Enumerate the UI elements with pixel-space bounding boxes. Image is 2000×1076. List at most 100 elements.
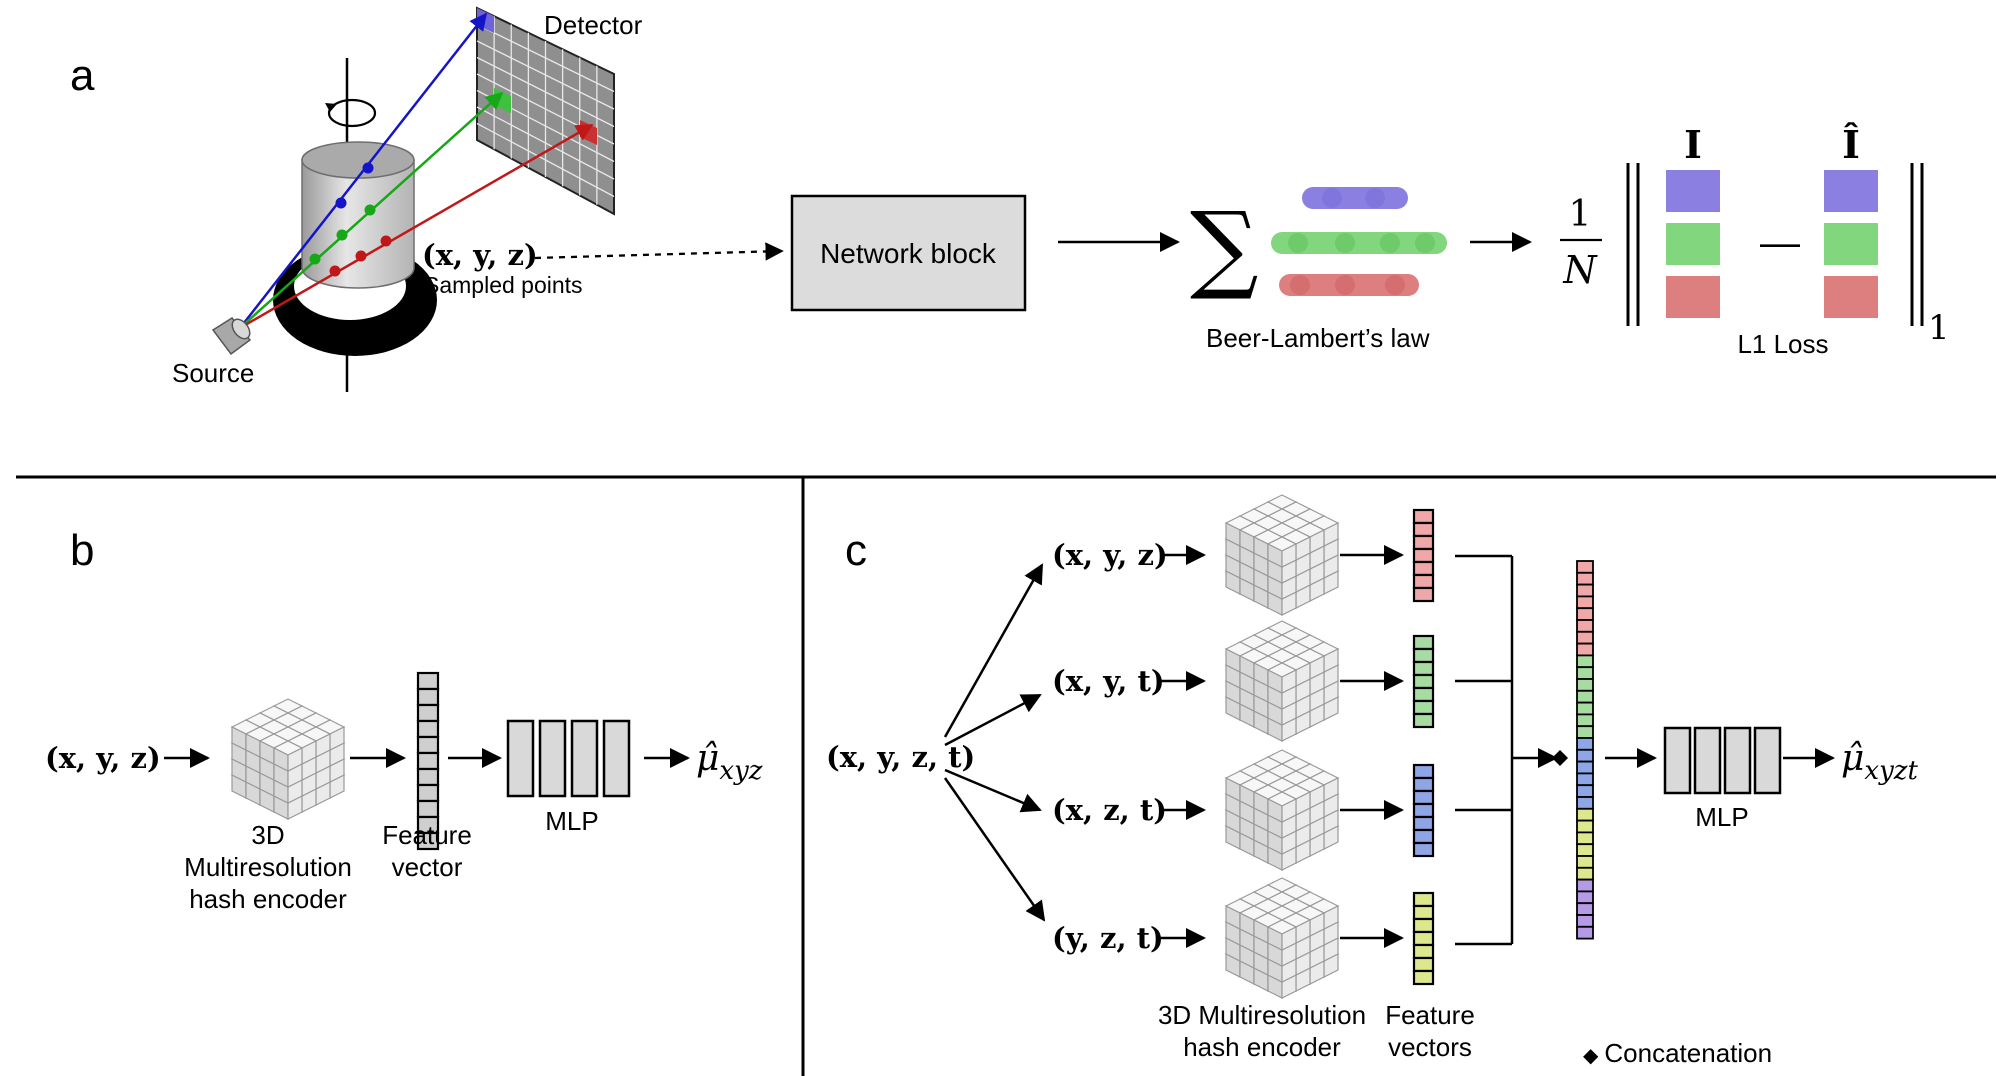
b-output-subscript: xyz <box>719 756 762 786</box>
concat-cell <box>1576 560 1594 574</box>
c-fan-arrows <box>943 563 1046 922</box>
b-mlp-block <box>506 719 631 798</box>
concat-cell <box>1576 748 1594 763</box>
hash-cell <box>273 740 303 772</box>
feature-cell <box>1412 802 1435 819</box>
c-feature-label-1: Feature <box>1385 1000 1475 1030</box>
concat-cell <box>1576 819 1594 834</box>
feature-cell <box>416 799 440 819</box>
feature-cell <box>1412 699 1435 716</box>
c-mlp-label: MLP <box>1695 802 1748 832</box>
b-hash-encoder-cube-icon <box>231 698 345 820</box>
ray-red <box>239 123 594 330</box>
concat-cell <box>1576 607 1594 621</box>
feature-cell <box>1412 969 1435 986</box>
image-I-label: I <box>1684 122 1702 167</box>
feature-cell <box>1412 956 1435 973</box>
b-encoder-label-2: Multiresolution <box>184 852 352 882</box>
c-concat-legend-label: Concatenation <box>1604 1038 1772 1068</box>
concat-cell <box>1576 701 1594 716</box>
c-output-subscript: xyzt <box>1864 756 1918 786</box>
concat-cell <box>1576 925 1594 940</box>
concat-cell <box>1576 678 1594 692</box>
hash-cell <box>1267 662 1297 694</box>
concat-cell <box>1576 831 1594 846</box>
mlp-layer <box>1663 726 1692 795</box>
beer-lambert-bars <box>1271 187 1447 296</box>
c-output-mu: μ̂xyzt <box>1841 738 1918 786</box>
feature-cell <box>1412 534 1435 551</box>
sampled-points-label: Sampled points <box>424 272 583 298</box>
c-encoder-label-2: hash encoder <box>1183 1032 1341 1062</box>
feature-cell <box>1412 930 1435 947</box>
b-encoder-label-3: hash encoder <box>189 884 347 914</box>
concat-cell <box>1576 878 1594 893</box>
feature-cell <box>1412 508 1435 525</box>
c-branches: (x, y, z)(x, y, t)(x, z, t)(y, z, t) <box>1052 494 1435 999</box>
feature-cell <box>416 751 440 771</box>
c-merge-lines <box>1455 554 1558 946</box>
l1-loss-label: L1 Loss <box>1737 329 1828 359</box>
feature-cell <box>416 767 440 787</box>
feature-cell <box>416 783 440 803</box>
fraction-numerator: 1 <box>1569 194 1592 235</box>
concat-cell <box>1576 654 1594 669</box>
norm-bars-left <box>1626 163 1640 326</box>
feature-cell <box>1412 891 1435 908</box>
mlp-layer <box>1753 726 1782 795</box>
c-branch-coord: (x, y, t) <box>1052 664 1165 698</box>
detector-label: Detector <box>544 10 643 40</box>
c-concat-vector <box>1576 560 1594 940</box>
c-branch-1: (x, y, z) <box>1052 494 1435 616</box>
network-block <box>790 194 1027 312</box>
sampled-points-coord: (x, y, z) <box>422 238 538 272</box>
object-cylinder <box>301 141 415 289</box>
norm-subscript: 1 <box>1928 308 1950 348</box>
panel-label-c: c <box>845 526 867 575</box>
b-mlp-label: MLP <box>545 806 598 836</box>
feature-cell <box>1412 789 1435 806</box>
feature-cell <box>1412 917 1435 934</box>
c-feature-vector <box>1412 508 1435 603</box>
c-feature-label-2: vectors <box>1388 1032 1472 1062</box>
concat-cell <box>1576 843 1594 857</box>
c-branch-3: (x, z, t) <box>1052 749 1435 871</box>
c-branch-2: (x, y, t) <box>1052 620 1435 742</box>
c-input-coord: (x, y, z, t) <box>826 740 975 774</box>
b-feature-label-1: Feature <box>382 820 472 850</box>
feature-cell <box>1412 634 1435 651</box>
concat-cell <box>1576 583 1594 598</box>
c-hash-encoder-cube-icon <box>1225 620 1339 742</box>
concat-cell <box>1576 796 1594 810</box>
feature-cell <box>1412 521 1435 538</box>
mlp-layer <box>506 719 535 798</box>
concat-cell <box>1576 760 1594 775</box>
source-icon <box>211 317 252 356</box>
mlp-layer <box>1723 726 1752 795</box>
panel-label-a: a <box>70 51 95 100</box>
feature-cell <box>1412 841 1435 858</box>
concat-cell <box>1576 772 1594 787</box>
b-encoder-label-1: 3D <box>251 820 284 850</box>
mlp-layer <box>1693 726 1722 795</box>
feature-cell <box>1412 560 1435 577</box>
feature-cell <box>416 703 440 723</box>
b-feature-vector <box>416 671 440 851</box>
concat-cell <box>1576 866 1594 881</box>
c-feature-vector <box>1412 634 1435 729</box>
concat-cell <box>1576 807 1594 822</box>
concat-cell <box>1576 571 1594 586</box>
sample-points <box>309 162 392 277</box>
feature-cell <box>416 687 440 707</box>
image-I-hat-stack <box>1824 170 1878 318</box>
dashed-arrow <box>534 242 784 261</box>
c-concat-diamond-icon <box>1552 750 1568 766</box>
c-branch-coord: (x, y, z) <box>1052 538 1168 572</box>
feature-cell <box>1412 712 1435 729</box>
b-input-coord: (x, y, z) <box>45 741 161 775</box>
source-label: Source <box>172 358 254 388</box>
c-encoder-label-1: 3D Multiresolution <box>1158 1000 1366 1030</box>
concat-cell <box>1576 914 1594 928</box>
network-block-label: Network block <box>820 238 997 269</box>
feature-cell <box>1412 763 1435 780</box>
